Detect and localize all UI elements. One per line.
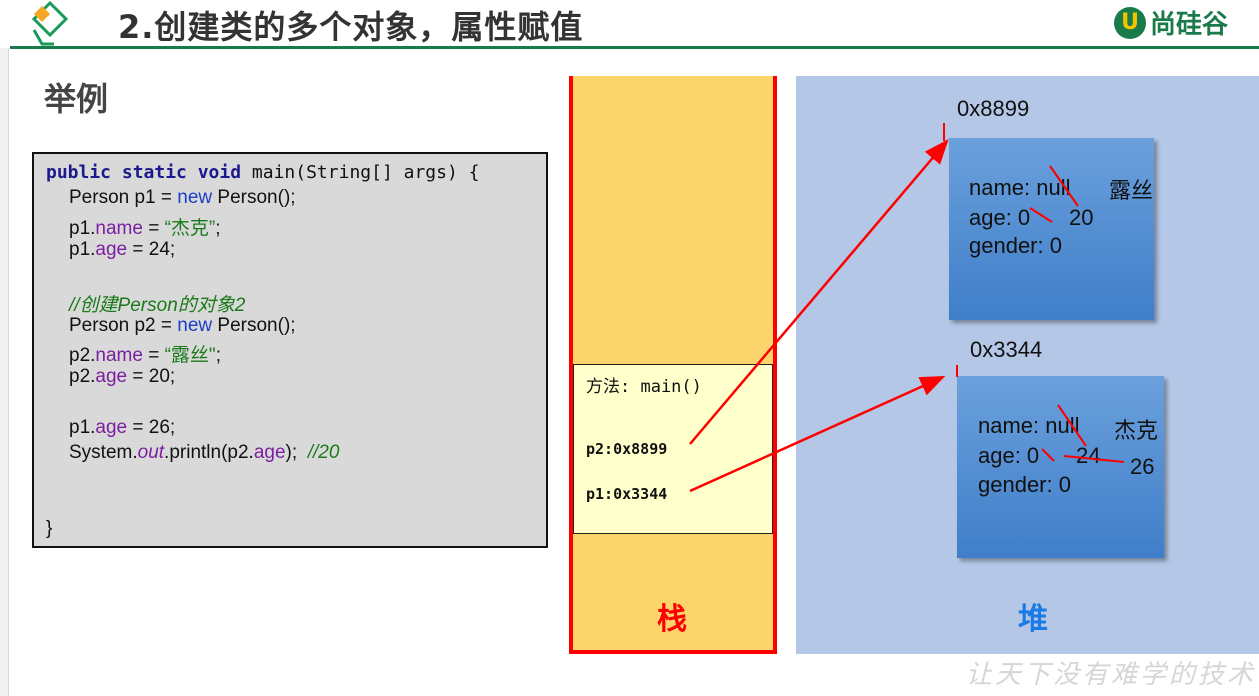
object2-age-mid-value: 24	[1076, 443, 1101, 468]
object1-name-new-value: 露丝	[1109, 178, 1154, 203]
code-text: ;	[215, 218, 221, 239]
code-text: ;	[215, 345, 221, 366]
header-bar	[0, 0, 1259, 48]
diamond-logo-icon	[31, 0, 69, 46]
object1-name-field: name: null	[969, 175, 1071, 200]
code-main-signature: main(String[] args) {	[241, 162, 480, 183]
object1-age-field: age: 0	[969, 205, 1031, 230]
stack-var-p1: p1:0x3344	[586, 485, 668, 503]
code-string: “露丝"	[164, 345, 216, 366]
code-new-keyword: new	[177, 315, 213, 336]
code-text: =	[142, 218, 165, 239]
code-line-10: System.out.println(p2.age); //20	[69, 442, 339, 464]
code-text: );	[285, 442, 308, 463]
code-text: Person();	[212, 187, 296, 208]
code-comment: //20	[307, 442, 340, 463]
object2-age-field: age: 0	[978, 443, 1040, 468]
code-line-9: p1.age = 26;	[69, 417, 175, 439]
object2-age-new-value: 26	[1130, 454, 1155, 479]
code-text: = 20;	[127, 366, 176, 387]
stack-label: 栈	[657, 602, 687, 637]
code-line-7: p2.name = “露丝";	[69, 340, 221, 367]
code-field: age	[95, 366, 128, 387]
frame-title: 方法: main()	[586, 377, 702, 397]
left-edge-strip	[0, 48, 9, 696]
code-text: p1.	[69, 239, 96, 260]
code-text: p2.	[69, 366, 96, 387]
code-text: p2.	[69, 345, 96, 366]
code-field: name	[95, 218, 143, 239]
code-text: .println(p2.	[164, 442, 254, 463]
code-line-8: p2.age = 20;	[69, 366, 175, 388]
code-text: p1.	[69, 218, 96, 239]
object1-gender-field: gender: 0	[969, 233, 1062, 258]
code-text: =	[142, 345, 165, 366]
code-keywords: public static void	[46, 162, 242, 183]
code-line-4: p1.age = 24;	[69, 239, 175, 261]
code-field: name	[95, 345, 143, 366]
stack-var-p2: p2:0x8899	[586, 440, 668, 458]
code-text: Person p2 =	[69, 315, 178, 336]
code-line-main: public static void main(String[] args) {	[46, 162, 480, 183]
code-text: Person();	[212, 315, 296, 336]
object2-gender-field: gender: 0	[978, 472, 1071, 497]
watermark: 让天下没有难学的技术	[966, 660, 1257, 690]
object2-name-field: name: null	[978, 413, 1080, 438]
object2-address: 0x3344	[970, 337, 1043, 362]
code-text: System.	[69, 442, 138, 463]
code-closing-brace: }	[46, 518, 53, 539]
code-string: “杰克”	[164, 218, 216, 239]
object1-age-new-value: 20	[1069, 205, 1094, 230]
code-field: age	[95, 239, 128, 260]
code-line-6: Person p2 = new Person();	[69, 315, 296, 337]
header-divider	[10, 46, 1259, 49]
code-text: = 24;	[127, 239, 176, 260]
code-field: out	[137, 442, 165, 463]
code-box: public static void main(String[] args) {…	[32, 152, 548, 548]
code-field: age	[95, 417, 128, 438]
heap-label: 堆	[1018, 602, 1048, 637]
code-text: = 26;	[127, 417, 176, 438]
code-new-keyword: new	[177, 187, 213, 208]
brand-logo: U 尚硅谷	[1114, 4, 1228, 41]
code-line-3: p1.name = “杰克”;	[69, 213, 221, 240]
object2-name-new-value: 杰克	[1114, 418, 1159, 443]
code-field: age	[253, 442, 286, 463]
brand-text: 尚硅谷	[1150, 10, 1229, 40]
code-text: Person p1 =	[69, 187, 178, 208]
code-comment: //创建Person的对象2	[69, 295, 246, 316]
code-line-2: Person p1 = new Person();	[69, 187, 296, 209]
slide-title: 2.创建类的多个对象，属性赋值	[118, 8, 584, 46]
code-text: p1.	[69, 417, 96, 438]
object1-address: 0x8899	[957, 96, 1030, 121]
brand-u-icon: U	[1114, 6, 1146, 39]
example-label: 举例	[44, 80, 109, 118]
